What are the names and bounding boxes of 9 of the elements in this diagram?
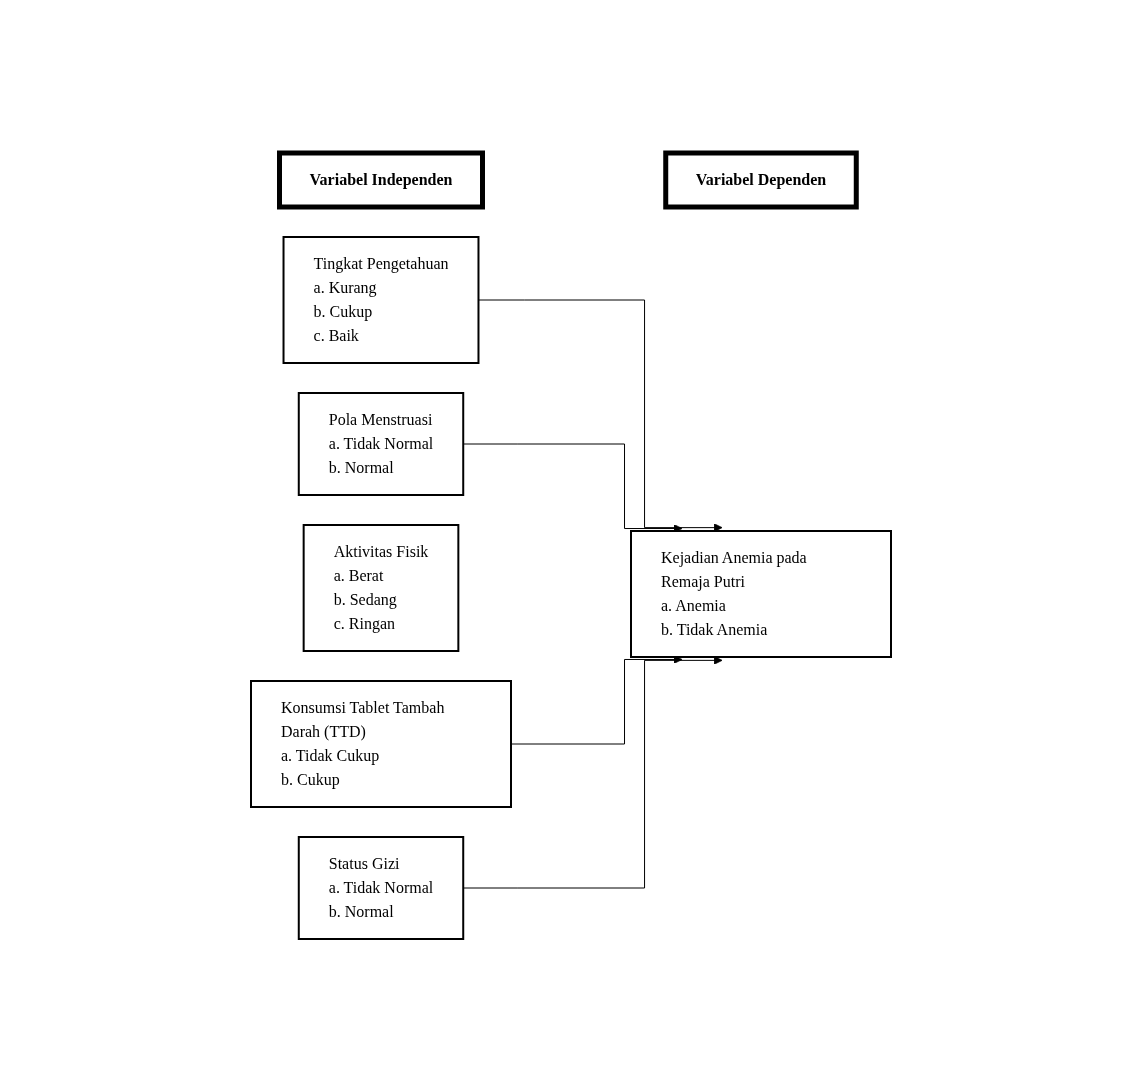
node-box: Variabel Independen — [277, 150, 485, 210]
node-box: Konsumsi Tablet Tambah Darah (TTD) a. Tidak Cukup b. Cukup — [250, 680, 512, 808]
arrow — [478, 299, 723, 533]
node-box: Kejadian Anemia pada Remaja Putri a. Anemia b. Tidak Anemia — [630, 530, 892, 658]
node-box: Status Gizi a. Tidak Normal b. Normal — [297, 836, 465, 940]
node-box: Pola Menstruasi a. Tidak Normal b. Normal — [297, 392, 465, 496]
node-box: Tingkat Pengetahuan a. Kurang b. Cukup c. Baik — [282, 236, 480, 364]
node-box: Aktivitas Fisik a. Berat b. Sedang c. Ringan — [302, 524, 460, 652]
node-box: Variabel Dependen — [663, 150, 859, 210]
